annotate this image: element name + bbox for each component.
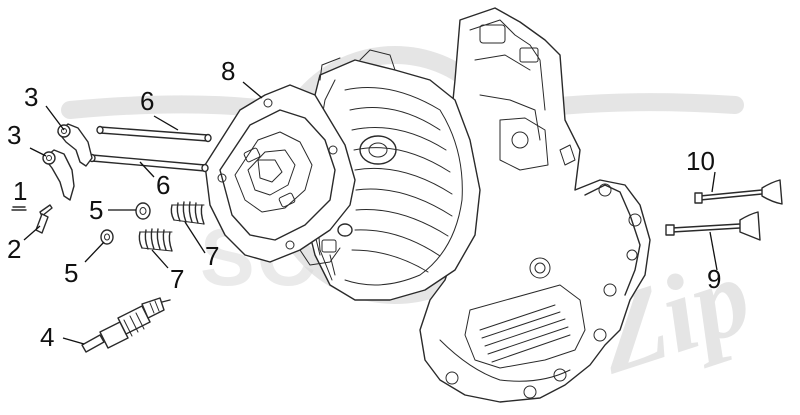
push-rod-lower <box>91 154 206 166</box>
callout-3-lower: 3 <box>7 120 21 150</box>
valve-spring-lower <box>138 228 173 252</box>
spring-retainer-upper <box>135 202 151 220</box>
callout-3-upper: 3 <box>24 82 38 112</box>
leader-lines <box>23 81 718 345</box>
valve-spring-upper <box>170 201 205 225</box>
callout-6-upper: 6 <box>140 86 154 116</box>
push-rod-upper <box>99 126 209 136</box>
callout-1: 1 <box>13 176 27 206</box>
cylinder-head <box>204 84 356 266</box>
rocker-arm-upper <box>57 123 93 167</box>
spark-plug <box>81 297 171 353</box>
rocker-shaft-bolt <box>35 204 53 234</box>
callout-8: 8 <box>221 56 235 86</box>
valve-intake <box>665 211 761 241</box>
callout-2: 2 <box>7 234 21 264</box>
callout-labels: 3 3 1 2 6 6 8 5 5 7 7 4 10 9 <box>7 56 721 352</box>
valve-exhaust <box>694 179 783 205</box>
callout-5-upper: 5 <box>89 195 103 225</box>
rocker-arm-lower <box>42 149 75 201</box>
callout-4: 4 <box>40 322 54 352</box>
crankcase <box>419 7 651 403</box>
callout-7-lower: 7 <box>170 264 184 294</box>
spring-retainer-lower <box>100 229 114 245</box>
push-rods <box>88 125 212 173</box>
callout-5-lower: 5 <box>64 258 78 288</box>
callout-10: 10 <box>686 146 715 176</box>
callout-9: 9 <box>707 264 721 294</box>
callout-7-upper: 7 <box>205 241 219 271</box>
callout-6-lower: 6 <box>156 170 170 200</box>
